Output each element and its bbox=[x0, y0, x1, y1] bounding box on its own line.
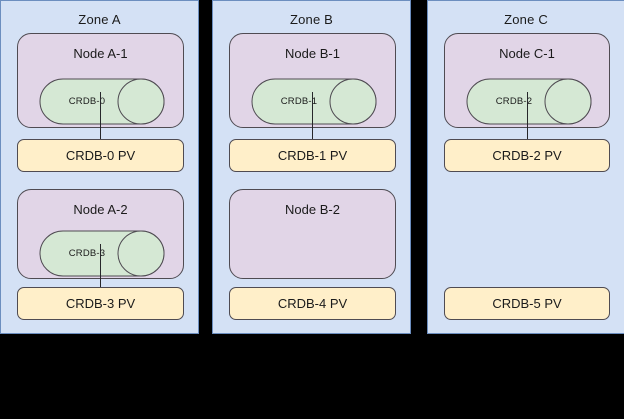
zone-title-a: Zone A bbox=[78, 12, 121, 27]
pv-box-crdb-0[interactable]: CRDB-0 PV bbox=[17, 139, 184, 172]
pv-label-crdb-3: CRDB-3 PV bbox=[65, 296, 136, 311]
pv-label-crdb-5: CRDB-5 PV bbox=[492, 296, 562, 311]
database-label-crdb-2: CRDB-2 bbox=[495, 96, 533, 107]
zone-panel-a[interactable]: Zone A Node A-1 CRDB-0 CRDB-0 PV Node A-… bbox=[0, 0, 199, 334]
node-label-b-1: Node B-1 bbox=[285, 46, 340, 61]
database-cylinder-crdb-3[interactable]: CRDB-3 bbox=[39, 230, 165, 277]
pv-box-crdb-1[interactable]: CRDB-1 PV bbox=[229, 139, 396, 172]
pv-box-crdb-5[interactable]: CRDB-5 PV bbox=[444, 287, 610, 320]
node-box-b-2[interactable]: Node B-2 bbox=[229, 189, 396, 279]
pv-box-crdb-3[interactable]: CRDB-3 PV bbox=[17, 287, 184, 320]
zone-panel-c[interactable]: Zone C Node C-1 CRDB-2 CRDB-2 PV CRDB-5 … bbox=[427, 0, 624, 334]
node-label-b-2: Node B-2 bbox=[285, 202, 340, 217]
pv-box-crdb-2[interactable]: CRDB-2 PV bbox=[444, 139, 610, 172]
connector-node-b-1-to-pv bbox=[312, 92, 313, 139]
database-label-crdb-1: CRDB-1 bbox=[280, 96, 318, 107]
database-cylinder-crdb-1[interactable]: CRDB-1 bbox=[251, 78, 377, 125]
pv-label-crdb-1: CRDB-1 PV bbox=[277, 148, 348, 163]
zone-panel-b[interactable]: Zone B Node B-1 CRDB-1 CRDB-1 PV Node B-… bbox=[212, 0, 411, 334]
connector-node-c-1-to-pv bbox=[527, 92, 528, 139]
pv-label-crdb-2: CRDB-2 PV bbox=[492, 148, 562, 163]
database-label-crdb-0: CRDB-0 bbox=[68, 96, 106, 107]
pv-label-crdb-0: CRDB-0 PV bbox=[65, 148, 136, 163]
database-cylinder-crdb-2[interactable]: CRDB-2 bbox=[466, 78, 592, 125]
node-label-a-2: Node A-2 bbox=[73, 202, 128, 217]
pv-box-crdb-4[interactable]: CRDB-4 PV bbox=[229, 287, 396, 320]
database-cylinder-crdb-0[interactable]: CRDB-0 bbox=[39, 78, 165, 125]
zone-title-c: Zone C bbox=[504, 12, 548, 27]
node-label-a-1: Node A-1 bbox=[73, 46, 128, 61]
connector-node-a-1-to-pv bbox=[100, 92, 101, 139]
connector-node-a-2-to-pv bbox=[100, 244, 101, 287]
node-label-c-1: Node C-1 bbox=[499, 46, 555, 61]
zone-title-b: Zone B bbox=[289, 12, 334, 27]
node-box-b-1[interactable]: Node B-1 CRDB-1 bbox=[229, 33, 396, 128]
database-label-crdb-3: CRDB-3 bbox=[68, 248, 106, 259]
pv-label-crdb-4: CRDB-4 PV bbox=[277, 296, 348, 311]
